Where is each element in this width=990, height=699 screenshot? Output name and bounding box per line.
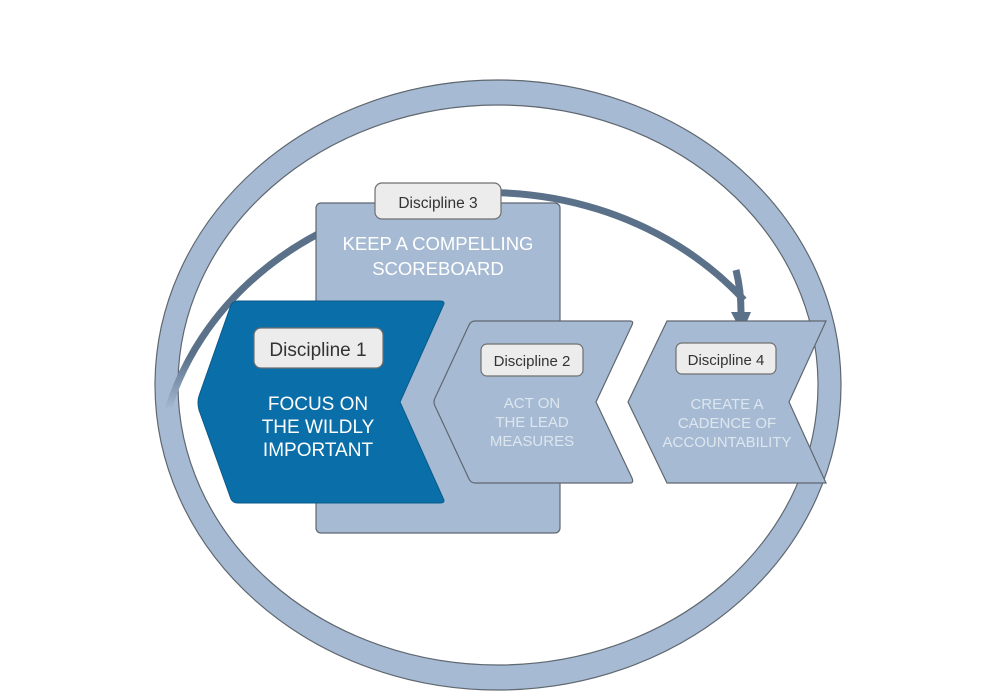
discipline-3-tag-label: Discipline 3 <box>398 195 477 212</box>
discipline-4-chevron: Discipline 4 CREATE A CADENCE OF ACCOUNT… <box>627 320 827 484</box>
discipline-3-tag <box>374 182 502 220</box>
discipline-1-tag <box>253 327 384 369</box>
discipline-4-tag-label: Discipline 4 <box>688 352 765 369</box>
discipline-4-title-line-3: ACCOUNTABILITY <box>663 434 792 451</box>
discipline-2-title-line-3: MEASURES <box>490 433 574 450</box>
discipline-2-title-line-2: THE LEAD <box>495 414 569 431</box>
cycle-arrow-shaft <box>732 269 745 313</box>
discipline-3-title-line-1: KEEP A COMPELLING <box>343 233 534 254</box>
discipline-4-title-line-1: CREATE A <box>690 396 763 413</box>
discipline-1-chevron: Discipline 1 FOCUS ON THE WILDLY IMPORTA… <box>197 300 445 504</box>
ring-band <box>154 79 842 691</box>
discipline-2-title-line-1: ACT ON <box>504 395 560 412</box>
discipline-2-chevron: Discipline 2 ACT ON THE LEAD MEASURES <box>433 320 634 484</box>
discipline-1-title-line-2: THE WILDLY <box>262 417 375 438</box>
discipline-1-tag-label: Discipline 1 <box>269 340 366 361</box>
discipline-1-title-line-3: IMPORTANT <box>263 440 374 461</box>
discipline-4-title-line-2: CADENCE OF <box>678 415 776 432</box>
discipline-2-tag <box>480 343 584 377</box>
discipline-4-tag <box>675 342 777 375</box>
discipline-2-tag-label: Discipline 2 <box>494 353 571 370</box>
discipline-3-title-line-2: SCOREBOARD <box>372 258 504 279</box>
discipline-1-title-line-1: FOCUS ON <box>268 394 368 415</box>
